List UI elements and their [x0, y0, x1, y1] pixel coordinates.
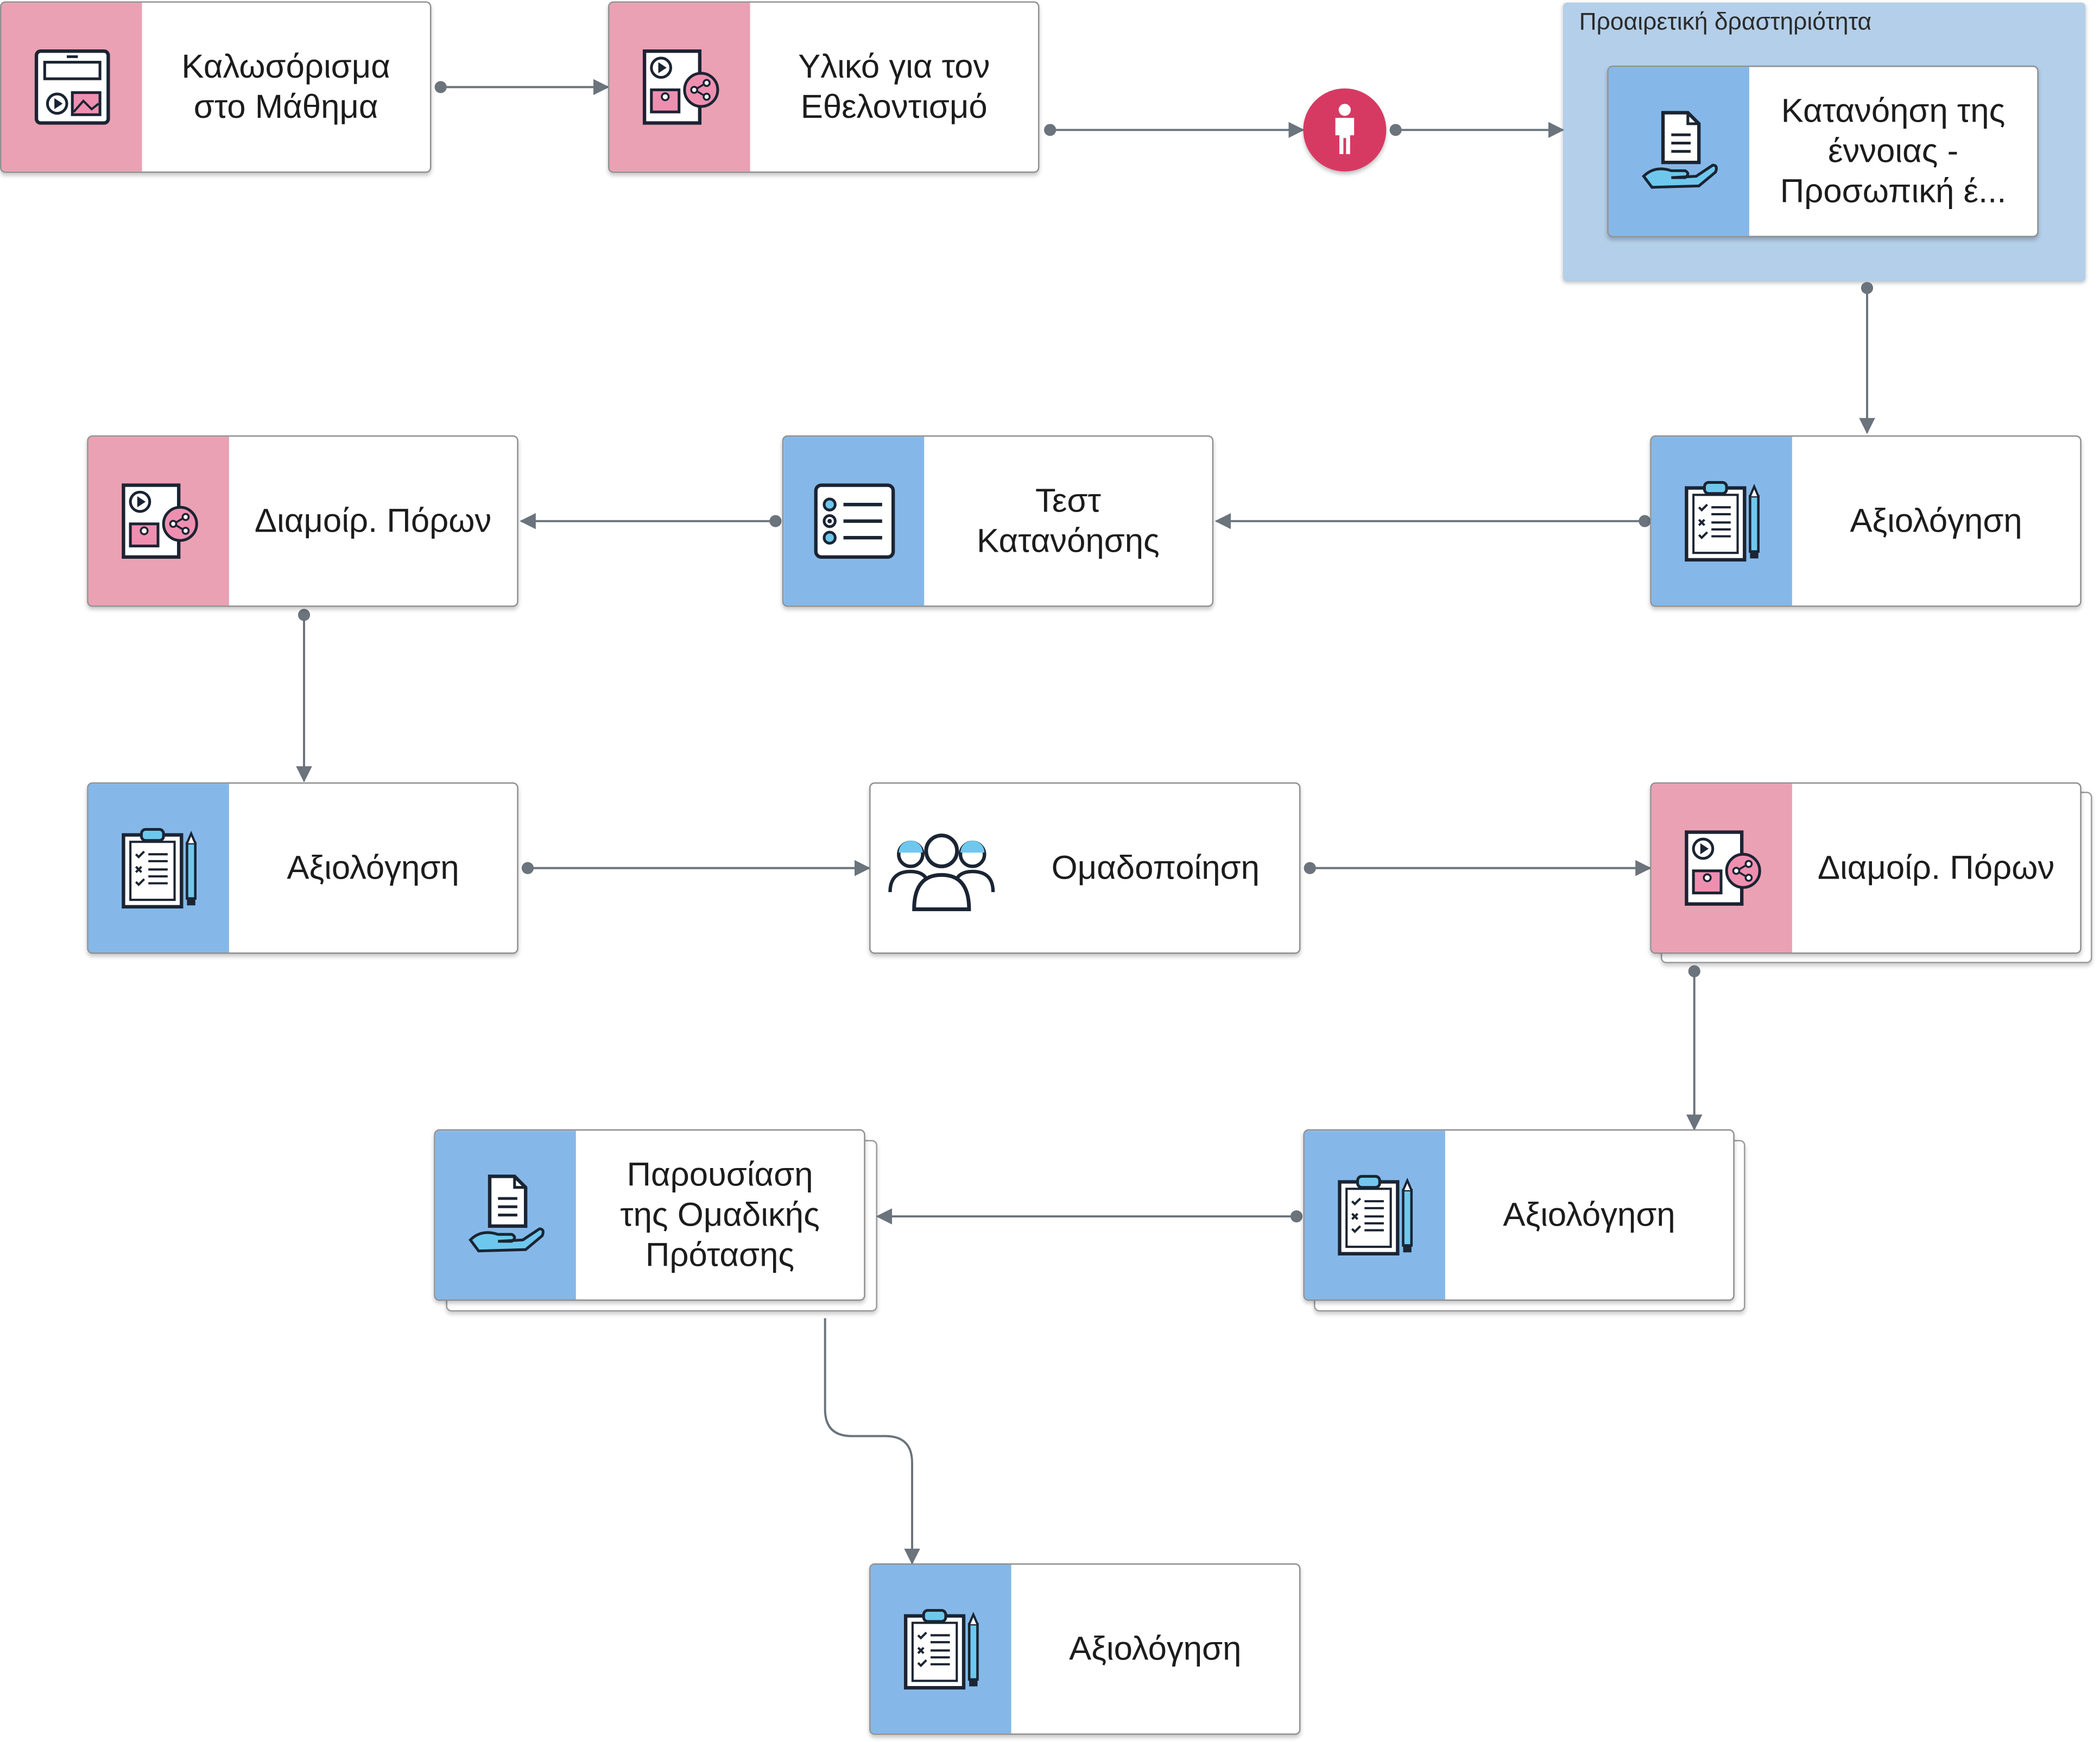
checklist-icon — [783, 437, 925, 606]
shared-media-icon — [609, 2, 750, 172]
shared-media-icon — [88, 437, 229, 606]
presentation-icon — [1, 2, 142, 172]
clipboard-icon — [88, 784, 229, 953]
clipboard-icon — [1304, 1131, 1445, 1299]
activity-node[interactable]: Διαμοίρ. Πόρων — [87, 435, 518, 607]
clipboard-icon — [1651, 437, 1792, 606]
activity-node[interactable]: Αξιολόγηση — [1303, 1129, 1735, 1301]
node-label: Τεστ Κατανόησης — [977, 482, 1160, 560]
node-label: Κατανόηση της έννοιας - Προσωπική έ... — [1780, 92, 2007, 211]
node-label: Διαμοίρ. Πόρων — [254, 502, 492, 540]
node-label: Αξιολόγηση — [1069, 1630, 1242, 1668]
activity-node[interactable]: Τεστ Κατανόησης — [782, 435, 1214, 607]
node-label: Παρουσίαση της Ομαδικής Πρότασης — [620, 1156, 820, 1274]
activity-node[interactable]: Ομαδοποίηση — [869, 782, 1301, 954]
node-label: Αξιολόγηση — [1503, 1196, 1675, 1234]
activity-node[interactable]: Διαμοίρ. Πόρων — [1650, 782, 2082, 954]
clipboard-icon — [870, 1564, 1011, 1734]
person-icon[interactable] — [1303, 88, 1387, 172]
node-label: Αξιολόγηση — [1850, 502, 2022, 540]
node-label: Ομαδοποίηση — [1051, 849, 1260, 887]
activity-node[interactable]: Αξιολόγηση — [1650, 435, 2082, 607]
shared-media-icon — [1651, 784, 1792, 953]
group-label: Προαιρετική δραστηριότητα — [1579, 8, 1872, 35]
group-icon — [871, 784, 1011, 952]
node-label: Υλικό για τον Εθελοντισμό — [798, 48, 990, 126]
node-label: Καλωσόρισμα στο Μάθημα — [181, 48, 390, 126]
connector — [824, 1318, 920, 1565]
activity-node[interactable]: Καλωσόρισμα στο Μάθημα — [0, 1, 432, 173]
activity-node[interactable]: Κατανόηση της έννοιας - Προσωπική έ... — [1607, 65, 2039, 237]
activity-node[interactable]: Αξιολόγηση — [869, 1563, 1301, 1735]
document-hand-icon — [1608, 67, 1749, 236]
node-label: Αξιολόγηση — [287, 849, 459, 887]
activity-node[interactable]: Παρουσίαση της Ομαδικής Πρότασης — [434, 1129, 865, 1301]
node-label: Διαμοίρ. Πόρων — [1817, 849, 2055, 887]
document-hand-icon — [435, 1131, 576, 1299]
activity-node[interactable]: Αξιολόγηση — [87, 782, 518, 954]
activity-node[interactable]: Υλικό για τον Εθελοντισμό — [608, 1, 1040, 173]
